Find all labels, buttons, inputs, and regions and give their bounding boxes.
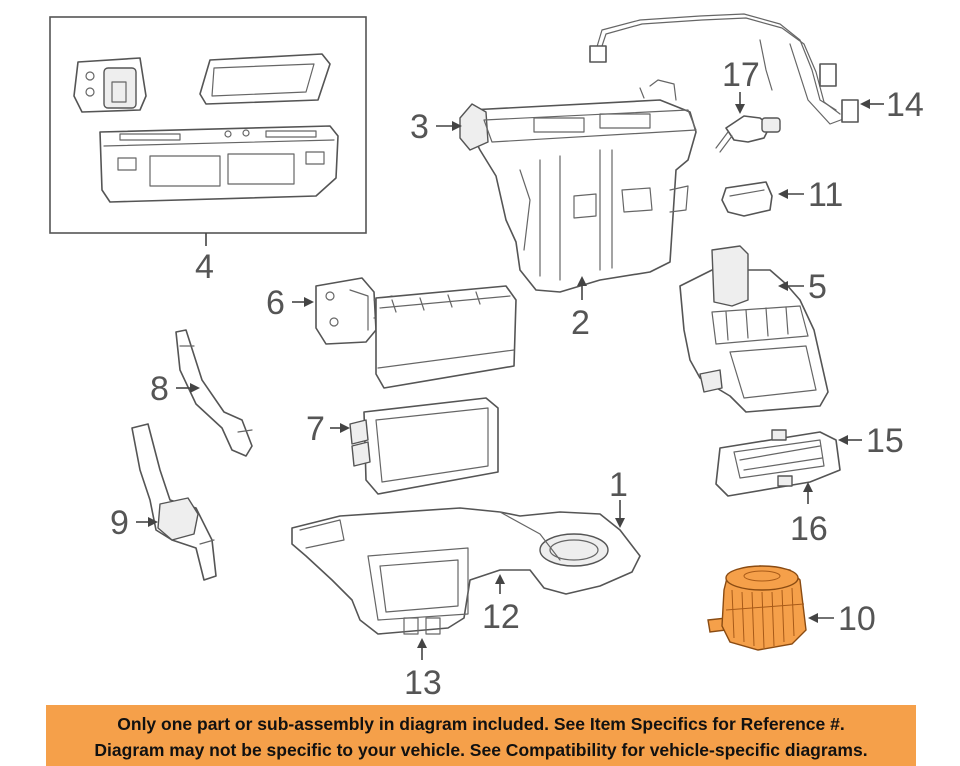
part-7-heater-core (349, 397, 499, 495)
callout-5: 5 (808, 268, 827, 306)
part-17-sensor (715, 115, 781, 153)
callout-11: 11 (808, 176, 843, 214)
part-10-blower-motor (707, 565, 807, 651)
part-5-blower-housing (679, 245, 829, 413)
disclaimer-line-2: Diagram may not be specific to your vehi… (94, 740, 868, 760)
callout-2: 2 (571, 304, 590, 342)
callout-15: 15 (866, 422, 904, 460)
callout-12: 12 (482, 598, 520, 636)
callout-leaders (136, 92, 884, 660)
callout-labels: 1 2 3 4 5 6 7 8 9 10 11 12 13 14 15 16 1… (110, 56, 924, 700)
callout-4: 4 (195, 248, 214, 286)
part-2-upper-hvac-case (459, 79, 697, 293)
callout-9: 9 (110, 504, 129, 542)
part-4-control-panel-inset (49, 16, 367, 234)
part-9-actuator (131, 423, 217, 581)
evaporator-core (375, 285, 517, 389)
part-15-mode-door-assembly (715, 429, 841, 497)
callout-3: 3 (410, 108, 429, 146)
callout-10: 10 (838, 600, 876, 638)
callout-16: 16 (790, 510, 828, 548)
part-11-module (721, 181, 773, 217)
callout-6: 6 (266, 284, 285, 322)
callout-13: 13 (404, 664, 442, 700)
disclaimer-banner: Only one part or sub-assembly in diagram… (46, 705, 916, 766)
callout-8: 8 (150, 370, 169, 408)
hvac-exploded-diagram: 1 2 3 4 5 6 7 8 9 10 11 12 13 14 15 16 1… (49, 13, 924, 700)
part-14-wiring-harness (589, 13, 859, 125)
callout-7: 7 (306, 410, 325, 448)
callout-1: 1 (609, 466, 628, 504)
part-8-duct (175, 329, 253, 457)
callout-14: 14 (886, 86, 924, 124)
disclaimer-line-1: Only one part or sub-assembly in diagram… (117, 714, 845, 734)
part-1-lower-hvac-case (291, 507, 641, 635)
callout-17: 17 (722, 56, 760, 94)
